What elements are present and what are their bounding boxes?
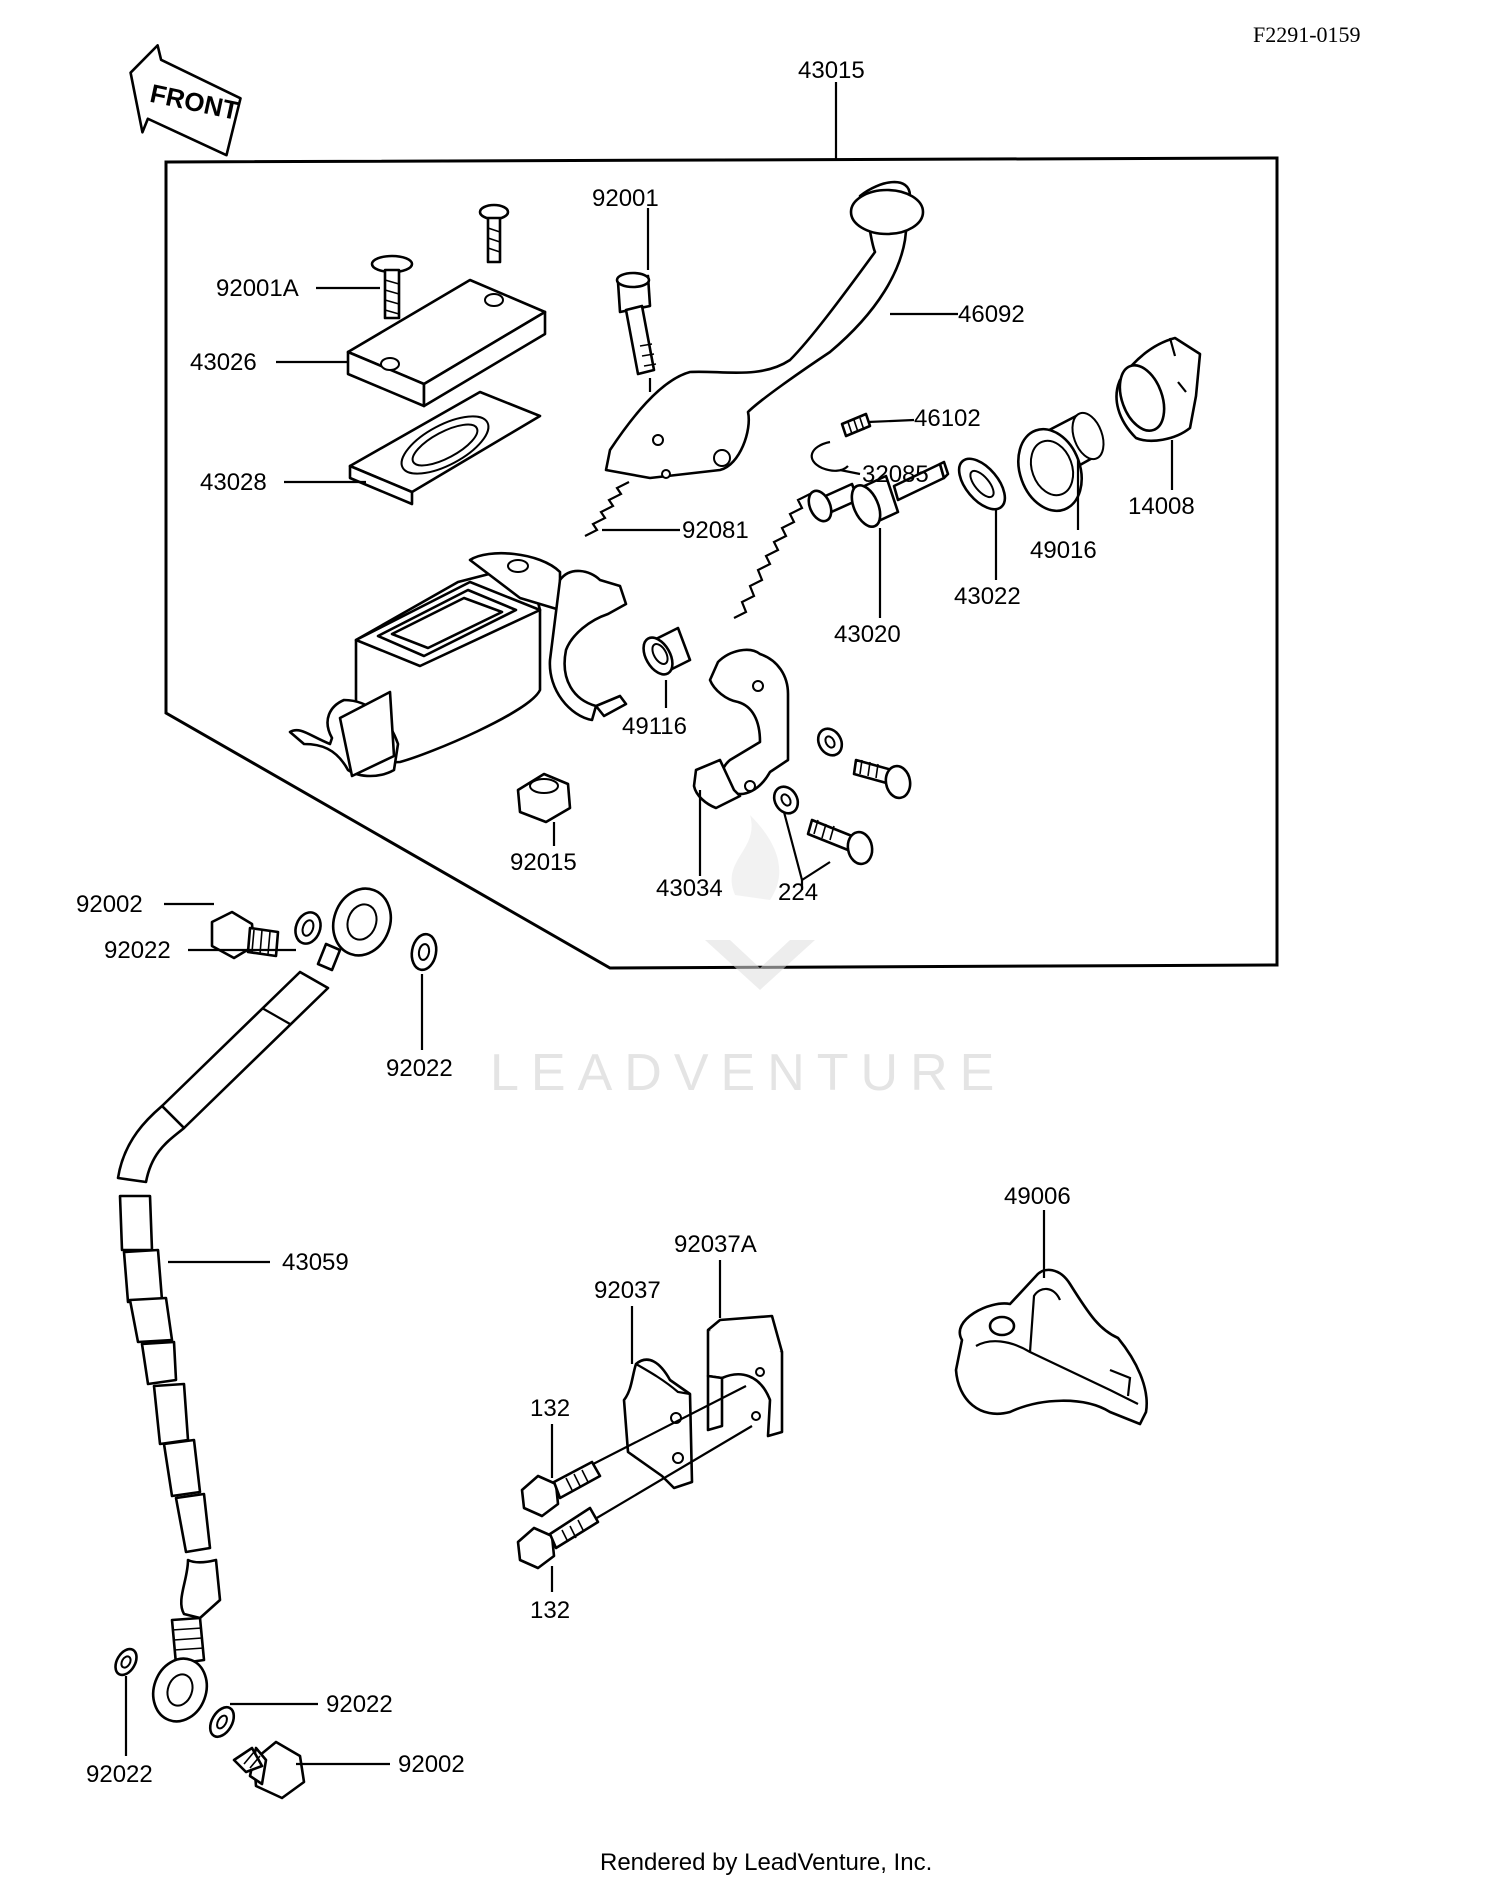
- label-43022: 43022: [954, 583, 1021, 610]
- washer-92022-b: [410, 932, 438, 972]
- label-43026: 43026: [190, 349, 257, 376]
- label-49006: 49006: [1004, 1183, 1071, 1210]
- watermark-text: LEADVENTURE: [490, 1044, 1006, 1102]
- nut-92015: [516, 772, 572, 824]
- label-92022-c: 92022: [326, 1691, 393, 1718]
- label-43059: 43059: [282, 1249, 349, 1276]
- label-92037: 92037: [594, 1277, 661, 1304]
- bushing-49016: [1017, 411, 1105, 513]
- label-92022-d: 92022: [86, 1761, 153, 1788]
- piston-43020: [733, 460, 950, 619]
- pivot-bolt-92001: [615, 271, 657, 392]
- label-49116: 49116: [622, 713, 687, 740]
- hose-43059: [116, 887, 393, 1723]
- label-92022-b: 92022: [386, 1055, 453, 1082]
- assembly-outline: [164, 156, 1279, 970]
- bolt-132-top: [520, 1460, 602, 1518]
- screw-46102: [840, 412, 872, 438]
- label-92081: 92081: [682, 517, 749, 544]
- label-92001A: 92001A: [216, 275, 299, 302]
- diagram-code: F2291-0159: [1253, 22, 1361, 47]
- label-132-top: 132: [530, 1395, 570, 1422]
- label-32085: 32085: [862, 461, 929, 488]
- screw-92001A: [370, 203, 510, 320]
- seal-49116: [642, 626, 692, 676]
- washer-92022-d: [114, 1647, 138, 1677]
- label-92002-bottom: 92002: [398, 1751, 465, 1778]
- label-92015: 92015: [510, 849, 577, 876]
- washer-92022-a: [294, 911, 322, 945]
- bolts-224: [772, 727, 912, 866]
- spring-92081: [584, 481, 630, 537]
- footer-text: Rendered by LeadVenture, Inc.: [600, 1849, 932, 1876]
- label-43020: 43020: [834, 621, 901, 648]
- label-92001: 92001: [592, 185, 659, 212]
- front-arrow-icon: FRONT: [129, 44, 242, 157]
- diaphragm-43028: [348, 390, 542, 506]
- label-132-bottom: 132: [530, 1597, 570, 1624]
- label-224: 224: [778, 879, 818, 906]
- cover-plate-43026: [346, 278, 547, 408]
- label-49016: 49016: [1030, 537, 1097, 564]
- label-46102: 46102: [914, 405, 981, 432]
- clamp-43034: [692, 648, 790, 810]
- washer-43022: [957, 457, 1007, 511]
- label-92002-top: 92002: [76, 891, 143, 918]
- label-92022-a: 92022: [104, 937, 171, 964]
- label-43034: 43034: [656, 875, 723, 902]
- label-92037A: 92037A: [674, 1231, 757, 1258]
- leader-lines: [124, 82, 1174, 1766]
- label-43015: 43015: [798, 57, 865, 84]
- bolt-132-bottom: [516, 1506, 600, 1570]
- label-46092: 46092: [958, 301, 1025, 328]
- master-cylinder-body: [288, 551, 628, 778]
- circlip-32085: [810, 440, 849, 472]
- bracket-92037: [622, 1358, 694, 1490]
- boot-14008: [1115, 336, 1202, 442]
- banjo-bolt-92002-bottom: [232, 1740, 306, 1800]
- washer-92022-c: [208, 1705, 236, 1739]
- lever-46092: [604, 180, 925, 480]
- watermark-logo-icon: [705, 815, 815, 990]
- cover-49006: [954, 1268, 1148, 1426]
- label-43028: 43028: [200, 469, 267, 496]
- label-14008: 14008: [1128, 493, 1195, 520]
- bracket-92037A: [706, 1314, 784, 1438]
